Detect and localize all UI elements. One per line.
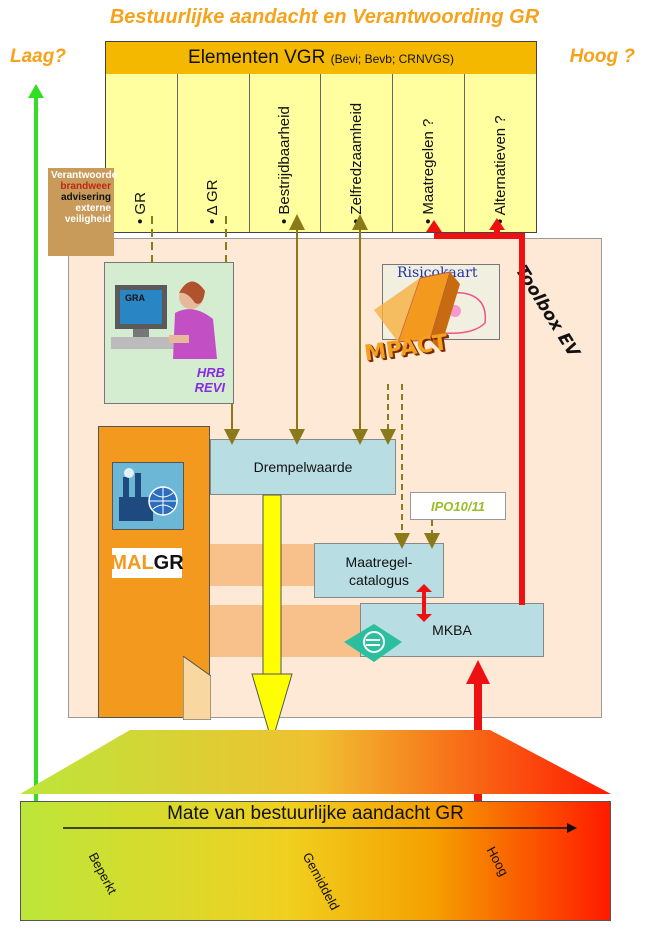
screen-text: GRA bbox=[125, 293, 145, 303]
vgr-col-gr: • GR bbox=[106, 74, 178, 232]
person-at-computer-icon bbox=[111, 281, 217, 359]
legend-line: advisering bbox=[60, 192, 111, 203]
level-gemiddeld: Gemiddeld bbox=[299, 850, 343, 913]
attention-scale-bar: Mate van bestuurlijke aandacht GR Beperk… bbox=[20, 801, 611, 921]
maatregel-line-1: Maatregel- bbox=[345, 553, 413, 570]
green-vertical-arrow bbox=[28, 84, 44, 808]
legend-line: Verantwoorde bbox=[51, 170, 118, 181]
impact-logo-icon bbox=[374, 271, 460, 350]
legend-line: brandweer bbox=[60, 181, 111, 192]
vgr-col-zelfredzaamheid: • Zelfredzaamheid bbox=[321, 74, 394, 232]
malgr-mal: MAL bbox=[110, 551, 154, 574]
person-card-labels: HRB REVI bbox=[195, 365, 225, 395]
euro-icon bbox=[344, 624, 402, 662]
level-beperkt: Beperkt bbox=[85, 850, 121, 897]
attention-scale-title: Mate van bestuurlijke aandacht GR bbox=[167, 803, 464, 824]
vgr-col-delta-gr: • Δ GR bbox=[178, 74, 250, 232]
maatregel-line-2: catalogus bbox=[349, 571, 409, 588]
malgr-gr: GR bbox=[153, 551, 184, 574]
attention-gradient-wedge bbox=[20, 730, 611, 794]
diagram-title: Bestuurlijke aandacht en Verantwoording … bbox=[109, 6, 540, 28]
hrb-label: HRB bbox=[196, 365, 225, 380]
vgr-header-label: Elementen VGR bbox=[188, 47, 326, 68]
right-label: Hoog ? bbox=[569, 46, 635, 67]
vgr-columns: • GR • Δ GR • Bestrijdbaarheid • Zelfred… bbox=[105, 74, 537, 233]
scale-arrow bbox=[63, 823, 577, 833]
risicokaart-label: Risicokaart bbox=[397, 265, 478, 281]
factory-globe-icon bbox=[112, 462, 184, 530]
legend-line: externe bbox=[75, 203, 111, 214]
person-card: GRA HRB REVI bbox=[104, 262, 234, 404]
stripe-mkba bbox=[210, 605, 360, 657]
left-label: Laag? bbox=[10, 46, 66, 67]
legend-box: Verantwoorde brandweer advisering extern… bbox=[48, 168, 118, 256]
vgr-col-bestrijdbaarheid: • Bestrijdbaarheid bbox=[250, 74, 322, 232]
maatregelcatalogus-box: Maatregel- catalogus bbox=[314, 543, 444, 598]
drempelwaarde-box: Drempelwaarde bbox=[210, 439, 396, 495]
stripe-maatregel bbox=[210, 544, 314, 586]
level-hoog: Hoog bbox=[483, 844, 512, 879]
document-fold bbox=[183, 656, 211, 720]
vgr-header-note: (Bevi; Bevb; CRNVGS) bbox=[330, 52, 454, 66]
ipo-box: IPO10/11 bbox=[410, 492, 506, 520]
vgr-col-maatregelen: • Maatregelen ? bbox=[393, 74, 466, 232]
revi-label: REVI bbox=[194, 380, 225, 395]
legend-line: veiligheid bbox=[64, 214, 111, 225]
